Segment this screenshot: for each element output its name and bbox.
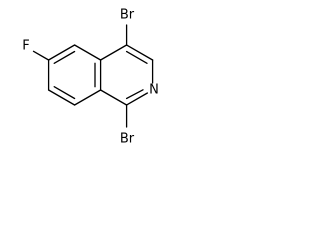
atom-label-br-bottom: Br <box>120 132 135 147</box>
bond-c4a-c4 <box>99 44 128 61</box>
molecule-structure: Br Br F N <box>22 8 159 147</box>
bond-n2-c1-inner <box>125 89 144 100</box>
atom-label-br-top: Br <box>120 8 135 23</box>
bond-c5-c6-inner <box>53 50 76 64</box>
bond-c7-c8-inner <box>53 86 76 100</box>
bond-c6-f <box>32 50 50 61</box>
atom-label-nitrogen: N <box>149 83 159 98</box>
bond-n2-c1 <box>125 92 149 106</box>
bond-c8-c8a <box>73 89 102 106</box>
bond-c4-c3-inner <box>125 50 148 64</box>
atom-label-fluorine: F <box>22 39 29 54</box>
bond-c4-c3 <box>125 44 154 61</box>
bond-c4a-c5 <box>73 44 102 61</box>
bond-c1-c8a <box>99 89 128 106</box>
bond-c7-c8 <box>47 89 76 106</box>
bond-c5-c6 <box>47 44 76 61</box>
